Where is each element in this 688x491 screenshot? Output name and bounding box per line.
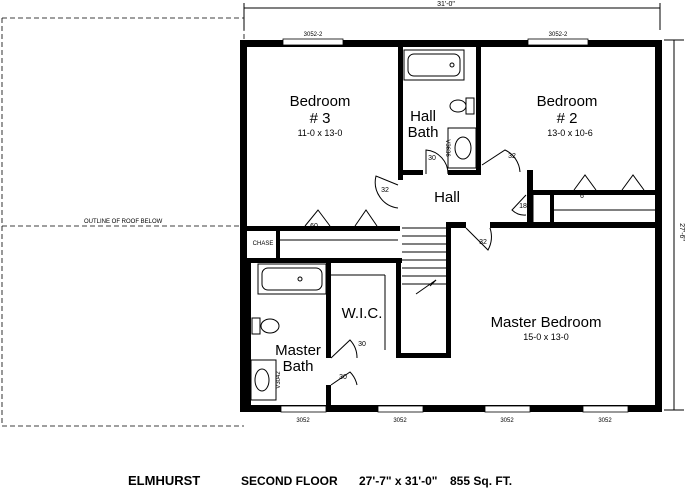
- roof-outline: [1, 17, 245, 427]
- bedroom2-size: 13-0 x 10-6: [547, 128, 593, 138]
- door-hall-bath-size: 30: [428, 155, 436, 162]
- door-master-size: 32: [479, 239, 487, 246]
- staircase: [402, 227, 446, 295]
- interior-walls: [247, 40, 662, 412]
- hall-name: Hall: [434, 189, 460, 206]
- hall-bath-vanity-label: V3636: [444, 139, 450, 157]
- window-bottom1-label: 3052: [296, 418, 310, 424]
- width-dimension-line: [243, 3, 661, 30]
- wic-name: W.I.C.: [342, 305, 383, 322]
- hall-bath-toilet: [449, 97, 475, 115]
- footer-model: ELMHURST: [128, 473, 200, 488]
- door-wic-size: 30: [358, 341, 366, 348]
- master-bath-name-line2: Bath: [283, 358, 314, 375]
- overall-depth-label: 27'-6": [678, 223, 685, 241]
- footer-area: 855 Sq. FT.: [450, 474, 512, 488]
- window-bottom2-label: 3052: [393, 418, 407, 424]
- footer-floor: SECOND FLOOR: [241, 474, 338, 488]
- door-bed2-size: 32: [508, 153, 516, 160]
- closet-number-label: 6: [580, 193, 584, 200]
- master-bath-name-line1: Master: [275, 342, 321, 359]
- hall-bath-sink: [447, 127, 477, 169]
- doors: [304, 149, 645, 386]
- closet-lines: [280, 195, 655, 350]
- window-bed2-label: 3052-2: [549, 32, 568, 38]
- door-master-bath-size: 30: [339, 374, 347, 381]
- master-bath-sink: [250, 359, 277, 401]
- master-bedroom-size: 15-0 x 13-0: [523, 332, 569, 342]
- door-bed3-closet-size: 60: [310, 223, 318, 230]
- overall-width-label: 31'-0": [437, 1, 455, 8]
- window-bottom3-label: 3052: [500, 418, 514, 424]
- master-bedroom-name: Master Bedroom: [491, 314, 602, 331]
- hall-bath-tub: [403, 49, 465, 81]
- bedroom3-name: Bedroom: [290, 93, 351, 110]
- bedroom2-number: # 2: [557, 110, 578, 127]
- roof-outline-note: OUTLINE OF ROOF BELOW: [84, 219, 163, 225]
- hall-bath-name-line1: Hall: [410, 108, 436, 125]
- window-bottom4-label: 3052: [598, 418, 612, 424]
- master-bath-vanity-label: V3042: [276, 371, 282, 389]
- bedroom3-size: 11-0 x 13-0: [298, 128, 343, 138]
- bedroom3-number: # 3: [310, 110, 331, 127]
- window-bed3-label: 3052-2: [304, 32, 323, 38]
- hall-bath-name-line2: Bath: [408, 124, 439, 141]
- master-bath-toilet: [251, 317, 280, 335]
- door-bed3-size: 32: [381, 187, 389, 194]
- depth-dimension-line: [664, 39, 684, 411]
- chase-label: CHASE: [253, 241, 274, 247]
- windows: [280, 38, 629, 413]
- bedroom2-name: Bedroom: [537, 93, 598, 110]
- footer-dimensions: 27'-7" x 31'-0": [359, 474, 437, 488]
- door-linen-size: 18: [519, 203, 527, 210]
- master-bath-tub: [257, 263, 327, 295]
